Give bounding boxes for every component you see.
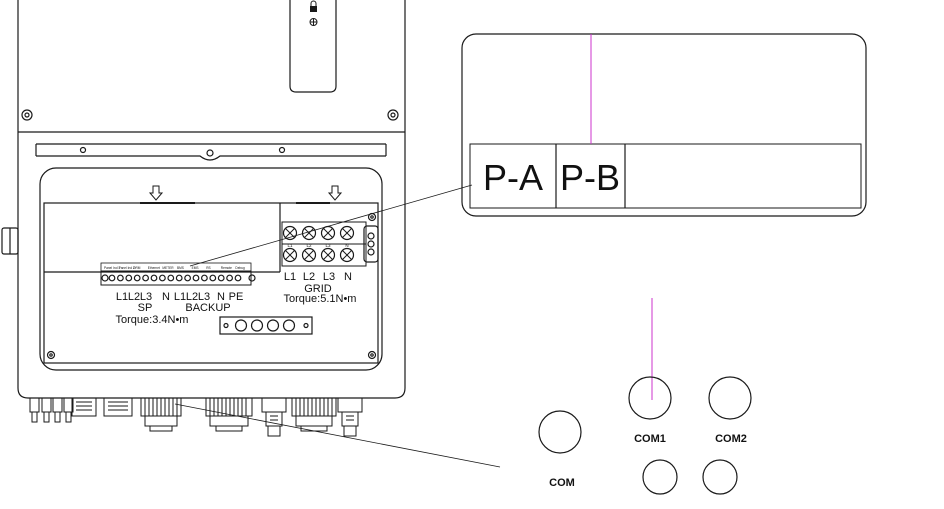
zoom-label-pa: P-A [483,157,543,198]
top-right-screw [387,109,399,121]
zoom-callout [461,33,867,217]
bottom-connectors [29,397,363,437]
com1-label: COM1 [634,433,666,445]
grid-screw [320,247,336,263]
terminal-screw [142,274,150,282]
grid-top-labels: L1 L2 L3 N [287,243,348,248]
terminal-phase-label: PE [229,291,244,303]
grid-top-label: L2 [306,243,312,248]
grid-title: GRID [304,283,332,295]
comm-plug-2 [337,397,363,437]
dc-connector-2 [52,397,74,423]
terminal-slot-label: Panel Ind 1 [104,266,120,270]
grid-side-screw [367,248,375,256]
grid-phase-label: N [344,271,352,283]
terminal-screw [108,274,116,282]
comm-plug-1 [261,397,287,437]
dc-connector-4 [103,397,133,417]
terminal-slot-label: DRM [133,266,141,270]
lower-left-port-circle [642,459,678,495]
terminal-slot-label: Debug [235,266,245,270]
terminal-screw [133,274,141,282]
dc-connector-3 [71,397,97,417]
com2-label: COM2 [715,433,747,445]
cable-gland-3 [291,397,337,432]
grid-side-screw [367,232,375,240]
grid-screw [282,225,298,241]
grid-screw [301,247,317,263]
grid-phase-label: L3 [323,271,335,283]
terminal-slot-label: METER [162,266,174,270]
right-arrow-down-icon [327,185,343,201]
terminal-phase-label: L1 [116,291,128,303]
lower-right-port-circle [702,459,738,495]
terminal-phase-label: L1 [174,291,186,303]
terminal-slot-label: Ethernet [148,266,160,270]
terminal-screw [150,274,158,282]
terminal-phase-label: L2 [128,291,140,303]
grid-phase-label: L1 [284,271,296,283]
terminal-screw [175,274,183,282]
terminal-screw [226,274,234,282]
com2-port-circle [708,376,752,420]
terminal-screw [184,274,192,282]
grid-phase-label: L2 [303,271,315,283]
terminal-screw [234,274,242,282]
cable-gland-1 [140,397,182,432]
grid-screw [339,247,355,263]
sp-label: SP [138,302,153,314]
terminal-phase-label: N [217,291,225,303]
terminal-screw [209,274,217,282]
grid-top-label: L1 [287,243,293,248]
terminal-torque-label: Torque:3.4N•m [116,314,189,326]
grid-screw [282,247,298,263]
grid-phase-labels: L1 L2 L3 N [284,271,352,283]
terminal-screw [116,274,124,282]
grid-terminal [281,221,379,267]
cable-hole-plate [219,316,313,335]
com-label: COM [549,477,575,489]
lock-icon [310,0,317,12]
terminal-screw [192,274,200,282]
com1-port-circle [628,376,672,420]
terminal-phase-label: N [162,291,170,303]
terminal-screw [200,274,208,282]
terminal-phase-label: L3 [140,291,152,303]
terminal-screw [125,274,133,282]
terminal-screw [217,274,225,282]
plug-icon [309,18,318,26]
terminal-slot-label: Remote [221,266,232,270]
inverter-upper-body [17,0,406,133]
terminal-phase-label: L3 [198,291,210,303]
terminal-slot-label: RS [206,266,210,270]
zoom-label-pb: P-B [560,157,620,198]
left-arrow-down-icon [148,185,164,201]
leader-line-to-com [174,403,501,468]
wiring-box [1,132,406,399]
terminal-slot-label: BMS [177,266,184,270]
grid-screw [301,225,317,241]
terminal-slot-label: EMS [192,266,199,270]
terminal-phase-label: L2 [186,291,198,303]
grid-top-label: L3 [325,243,331,248]
terminal-screw [158,274,166,282]
backup-label: BACKUP [185,302,230,314]
grid-top-label: N [345,243,348,248]
top-left-screw [21,109,33,121]
grid-torque-label: Torque:5.1N•m [284,293,357,305]
terminal-slot-label: Panel Ind 2 [119,266,135,270]
grid-side-screw [367,240,375,248]
cable-gland-2 [205,397,253,432]
terminal-screw [167,274,175,282]
grid-screw [339,225,355,241]
dc-connector-1 [29,397,52,423]
leader-line-to-zoom [189,184,473,267]
communication-terminal-block [100,262,256,286]
com-port-circle [538,410,582,454]
